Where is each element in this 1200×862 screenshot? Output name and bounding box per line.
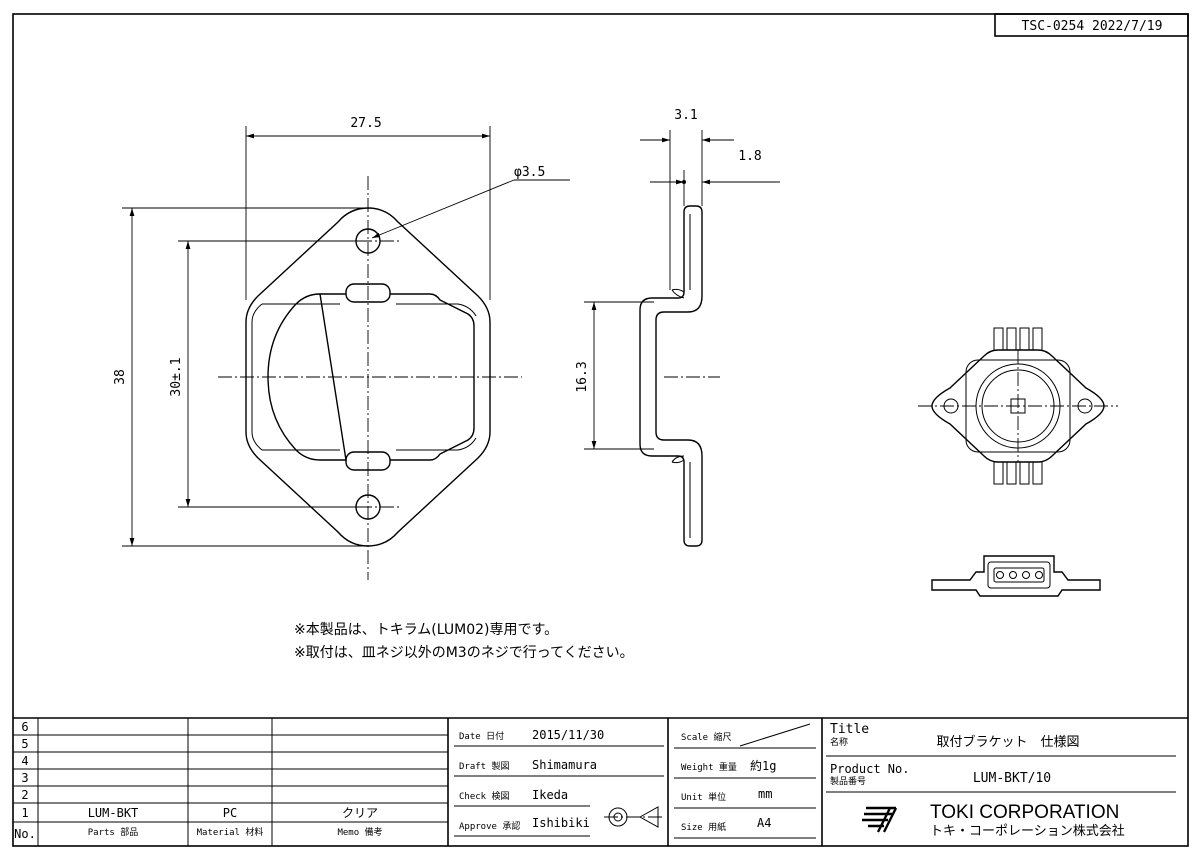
row-number: 6 bbox=[21, 720, 28, 734]
company-name: TOKI CORPORATION bbox=[930, 802, 1119, 823]
row-number: 1 bbox=[21, 806, 28, 820]
company-logo-icon bbox=[862, 806, 896, 828]
product-label-ja: 製品番号 bbox=[830, 775, 866, 787]
parts-table: 6 5 4 3 2 1 LUM-BKT PC クリア No. Parts 部品 … bbox=[13, 718, 449, 846]
product-number: LUM-BKT/10 bbox=[973, 771, 1051, 786]
part-material: PC bbox=[223, 806, 237, 820]
dim-side-height: 16.3 bbox=[575, 361, 590, 392]
unit-label: Unit 単位 bbox=[681, 791, 726, 803]
part-memo: クリア bbox=[342, 806, 378, 820]
size-value: A4 bbox=[757, 816, 771, 830]
dim-hole-pitch: 30±.1 bbox=[169, 357, 184, 396]
company-logo: TOKI CORPORATION トキ・コーポレーション株式会社 bbox=[862, 802, 1125, 839]
approve-label: Approve 承認 bbox=[459, 820, 520, 832]
part-name: LUM-BKT bbox=[88, 806, 139, 820]
title-block: 6 5 4 3 2 1 LUM-BKT PC クリア No. Parts 部品 … bbox=[13, 717, 1188, 846]
size-label: Size 用紙 bbox=[681, 821, 726, 833]
note-mounting-screw: ※取付は、皿ネジ以外のM3のネジで行ってください。 bbox=[294, 645, 634, 661]
doc-number-box: TSC-0254 2022/7/19 bbox=[994, 13, 1189, 37]
row-number: 4 bbox=[21, 754, 28, 768]
weight-label: Weight 重量 bbox=[681, 761, 737, 773]
check-label: Check 検図 bbox=[459, 790, 510, 802]
dim-side-offset-b: 1.8 bbox=[738, 149, 761, 164]
header-memo: Memo 備考 bbox=[337, 826, 382, 838]
side-view: 3.1 1.8 16.3 bbox=[575, 108, 780, 547]
spec-block: Scale 縮尺 Weight 重量 約1g Unit 単位 mm Size 用… bbox=[674, 723, 816, 839]
header-material: Material 材料 bbox=[197, 826, 264, 838]
dim-side-offset-a: 3.1 bbox=[674, 108, 697, 123]
check-value: Ikeda bbox=[532, 788, 568, 802]
row-number: 2 bbox=[21, 788, 28, 802]
date-value: 2015/11/30 bbox=[532, 728, 604, 742]
draft-label: Draft 製図 bbox=[459, 760, 510, 772]
front-view: 27.5 φ3.5 38 30±.1 bbox=[113, 116, 570, 580]
assembly-top-view bbox=[918, 327, 1118, 485]
dim-hole-diameter: φ3.5 bbox=[514, 165, 545, 180]
title-label: Title bbox=[830, 722, 869, 737]
product-label: Product No. bbox=[830, 762, 909, 776]
drawing-title: 取付ブラケット 仕様図 bbox=[936, 734, 1079, 750]
approve-value: Ishibiki bbox=[532, 816, 590, 830]
title-info: Title 名称 取付ブラケット 仕様図 Product No. 製品番号 LU… bbox=[826, 722, 1176, 793]
date-label: Date 日付 bbox=[459, 731, 504, 742]
row-number: 5 bbox=[21, 737, 28, 751]
dim-total-height: 38 bbox=[113, 369, 128, 385]
projection-symbol bbox=[604, 806, 664, 828]
unit-value: mm bbox=[758, 787, 772, 801]
scale-label: Scale 縮尺 bbox=[681, 731, 732, 743]
row-number: 3 bbox=[21, 771, 28, 785]
note-exclusive-use: ※本製品は、トキラム(LUM02)専用です。 bbox=[294, 622, 558, 638]
doc-number-date: TSC-0254 2022/7/19 bbox=[1022, 19, 1163, 34]
scale-na-mark bbox=[739, 723, 811, 747]
draft-value: Shimamura bbox=[532, 758, 597, 772]
title-label-ja: 名称 bbox=[830, 736, 848, 748]
approval-block: Date 日付 2015/11/30 Draft 製図 Shimamura Ch… bbox=[454, 728, 664, 837]
weight-value: 約1g bbox=[750, 758, 776, 773]
sheet-border bbox=[12, 13, 1189, 847]
company-name-ja: トキ・コーポレーション株式会社 bbox=[930, 823, 1125, 839]
header-no: No. bbox=[14, 827, 36, 841]
header-parts: Parts 部品 bbox=[88, 826, 139, 838]
dim-width: 27.5 bbox=[350, 116, 381, 131]
assembly-side-view bbox=[931, 555, 1101, 597]
